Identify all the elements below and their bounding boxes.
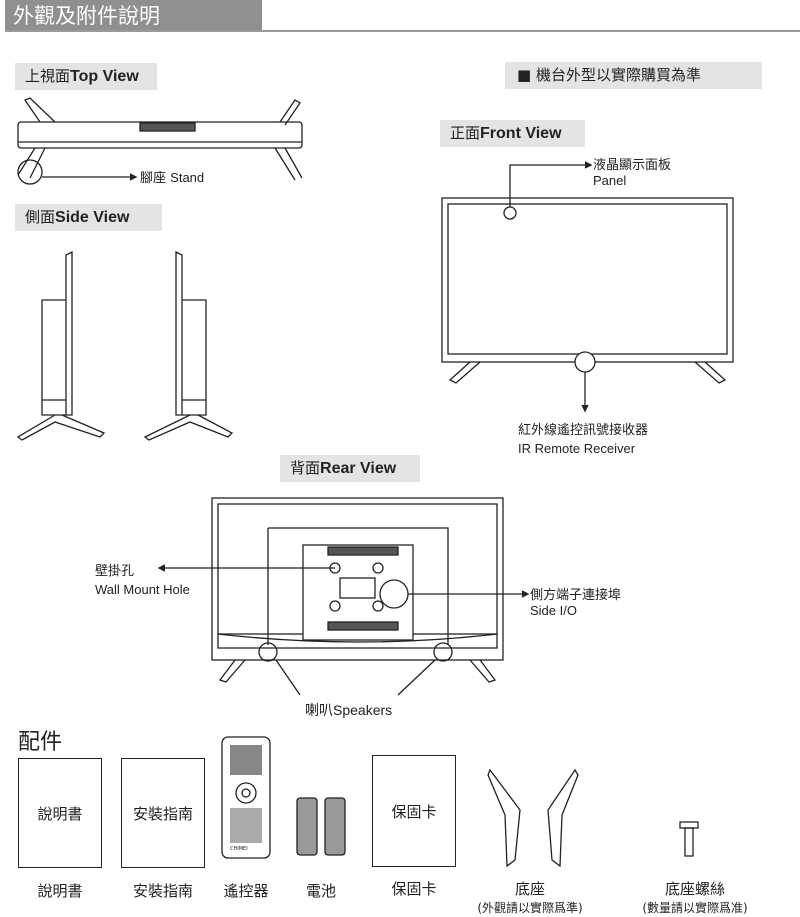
stand-legs-drawing — [487, 768, 579, 868]
top-view-zh: 上視面 — [25, 67, 71, 85]
panel-en: Panel — [593, 173, 627, 188]
side-io-zh: 側方端子連接埠 — [530, 588, 622, 603]
front-view-drawing — [441, 161, 734, 413]
front-view-zh: 正面 — [450, 124, 481, 142]
top-view-en: Top View — [70, 68, 139, 85]
front-view-label: 正面Front View — [440, 120, 585, 147]
speakers-en: Speakers — [333, 702, 393, 718]
side-view-zh: 側面 — [25, 208, 56, 226]
warranty-box: 保固卡 — [372, 755, 456, 867]
item-batteries: 電池 — [305, 882, 336, 900]
item-screws: 底座螺絲 (數量請以實際爲准) — [615, 878, 775, 916]
top-view-drawing — [17, 97, 303, 185]
page-title: 外觀及附件說明 — [5, 0, 262, 32]
rear-view-en: Rear View — [320, 460, 397, 477]
speakers-zh: 喇叭 — [305, 703, 333, 719]
stand-caption: 底座 — [514, 880, 545, 898]
appearance-note: ■ 機台外型以實際購買為準 — [505, 62, 762, 89]
stand-en: Stand — [170, 170, 205, 185]
stand-note: (外觀請以實際爲準) — [477, 901, 583, 915]
guide-box: 安裝指南 — [121, 758, 205, 868]
side-view-label: 側面Side View — [15, 204, 162, 231]
side-io-en: Side I/O — [530, 603, 577, 618]
stand-zh: 腳座 — [140, 171, 167, 186]
ir-zh: 紅外線遙控訊號接收器 — [518, 423, 649, 438]
remote-brand: CHIMEI — [230, 846, 248, 852]
screw-drawing — [679, 821, 699, 857]
stand-label: 腳座 Stand — [140, 170, 204, 186]
speakers-label: 喇叭Speakers — [305, 703, 392, 719]
header-divider — [5, 30, 800, 32]
front-view-en: Front View — [480, 125, 562, 142]
panel-zh: 液晶顯示面板 — [593, 158, 672, 173]
wall-mount-zh: 壁掛孔 — [95, 564, 135, 579]
remote-drawing — [221, 736, 271, 859]
top-view-label: 上視面Top View — [15, 63, 157, 90]
side-view-en: Side View — [55, 209, 130, 226]
item-guide: 安裝指南 — [132, 882, 193, 900]
item-manual: 說明書 — [37, 882, 83, 900]
item-remote: 遙控器 — [223, 882, 269, 900]
rear-view-drawing — [157, 497, 530, 696]
screws-caption: 底座螺絲 — [664, 880, 725, 898]
rear-view-zh: 背面 — [290, 459, 321, 477]
item-stand: 底座 (外觀請以實際爲準) — [460, 878, 600, 916]
manual-box: 說明書 — [18, 758, 102, 868]
ir-en: IR Remote Receiver — [518, 441, 636, 456]
rear-view-label: 背面Rear View — [280, 455, 420, 482]
item-warranty: 保固卡 — [391, 880, 437, 898]
batteries-drawing — [296, 797, 346, 856]
wall-mount-label: 壁掛孔 Wall Mount Hole — [95, 563, 190, 599]
side-view-drawings — [16, 250, 234, 441]
screws-note: (數量請以實際爲准) — [642, 901, 748, 915]
wall-mount-en: Wall Mount Hole — [95, 582, 190, 597]
accessories-title: 配件 — [18, 730, 63, 755]
ir-label: 紅外線遙控訊號接收器 IR Remote Receiver — [518, 422, 648, 458]
